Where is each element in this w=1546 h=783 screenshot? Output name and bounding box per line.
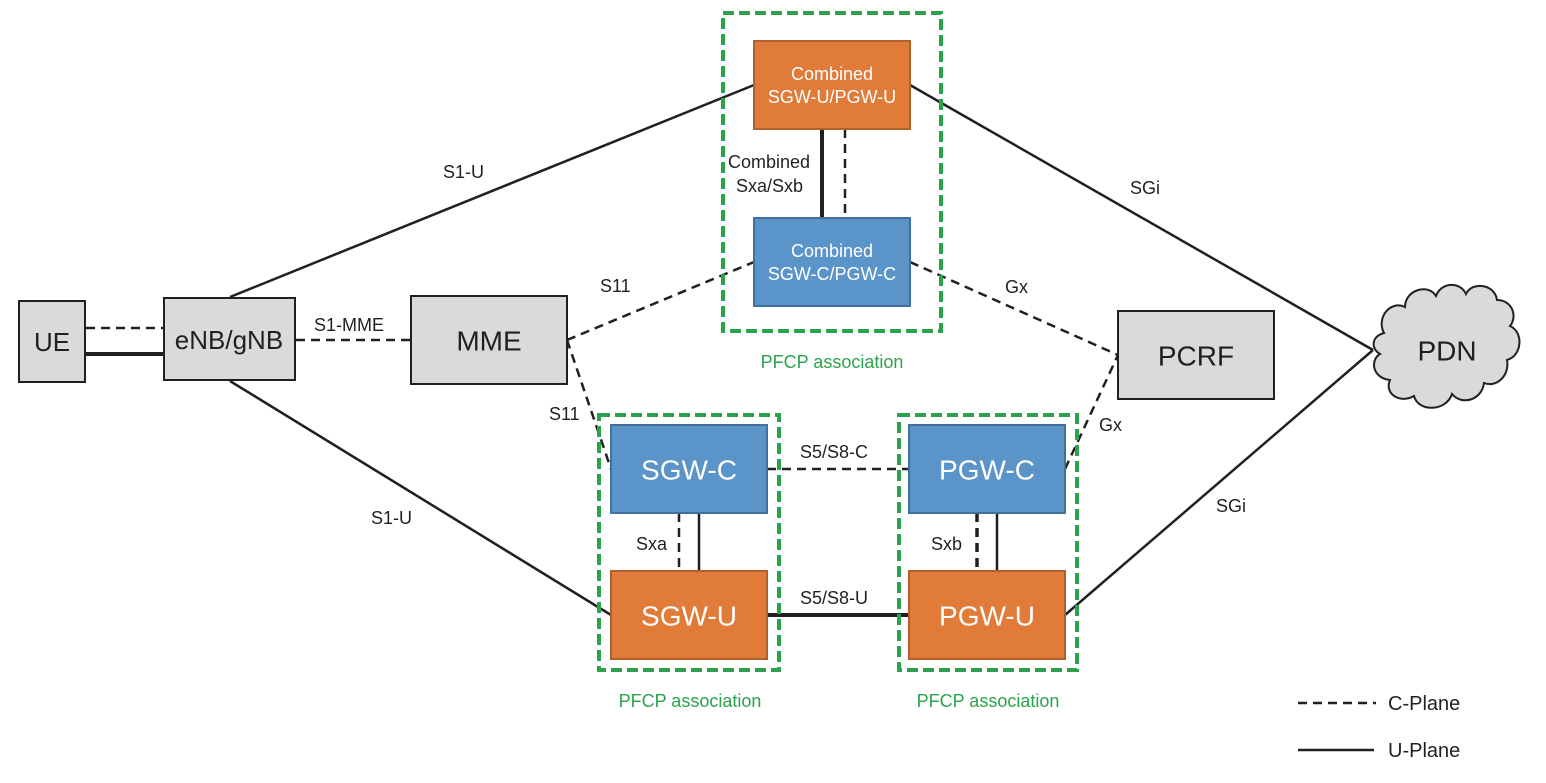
pdn-label: PDN — [1417, 336, 1476, 367]
s5s8-c-label: S5/S8-C — [800, 442, 868, 462]
sgw-u-label: SGW-U — [641, 601, 737, 632]
combined-u-label-line2: SGW-U/PGW-U — [768, 87, 896, 107]
pgw-u-node[interactable]: PGW-U — [908, 570, 1066, 660]
ue-node[interactable]: UE — [18, 300, 86, 383]
cloud-icon — [1372, 283, 1521, 409]
legend-c-plane-label: C-Plane — [1388, 693, 1460, 715]
s1-mme-label: S1-MME — [314, 315, 384, 335]
sgi-bottom-link — [1064, 349, 1374, 616]
pdn-cloud-node[interactable]: PDN — [1372, 283, 1521, 409]
sgi-top-link — [909, 83, 1374, 352]
gx-top-link — [909, 260, 1119, 357]
gx-bottom-label: Gx — [1099, 415, 1122, 435]
s1-u-bottom-label: S1-U — [371, 508, 412, 528]
legend: C-Plane U-Plane — [1298, 693, 1460, 762]
s5s8-u-label: S5/S8-U — [800, 588, 868, 608]
sgw-u-node[interactable]: SGW-U — [610, 570, 768, 660]
pfcp-label-sgw: PFCP association — [619, 691, 762, 711]
sgi-bottom-label: SGi — [1216, 496, 1246, 516]
sgi-top-label: SGi — [1130, 178, 1160, 198]
pgw-u-label: PGW-U — [939, 601, 1035, 632]
pfcp-label-combined: PFCP association — [761, 352, 904, 372]
pfcp-boundary-pgw — [897, 413, 1079, 672]
mme-label: MME — [456, 326, 521, 357]
pcrf-node[interactable]: PCRF — [1117, 310, 1275, 400]
combined-sgw-u-pgw-u-node[interactable]: Combined SGW-U/PGW-U — [753, 40, 911, 130]
pgw-c-label: PGW-C — [939, 455, 1035, 486]
ue-label: UE — [34, 327, 70, 357]
s11-bottom-link — [565, 339, 613, 470]
combined-u-label-line1: Combined — [791, 64, 873, 84]
s1-u-bottom-link — [229, 379, 612, 617]
gx-top-label: Gx — [1005, 277, 1028, 297]
legend-u-plane-label: U-Plane — [1388, 740, 1460, 762]
combined-sx-label-line1: Combined — [728, 152, 810, 172]
s11-top-link — [566, 260, 755, 342]
enb-gnb-node[interactable]: eNB/gNB — [163, 297, 296, 381]
sxb-label: Sxb — [931, 534, 962, 554]
combined-sx-label-line2: Sxa/Sxb — [736, 176, 803, 196]
pfcp-label-pgw: PFCP association — [917, 691, 1060, 711]
connections — [86, 83, 1374, 617]
pgw-c-node[interactable]: PGW-C — [908, 424, 1066, 514]
pfcp-boundary-sgw — [597, 413, 781, 672]
pcrf-label: PCRF — [1158, 341, 1234, 372]
pfcp-boundary-combined — [721, 11, 943, 333]
s11-top-label: S11 — [600, 276, 631, 296]
combined-c-label-line2: SGW-C/PGW-C — [768, 264, 896, 284]
gx-bottom-link — [1063, 354, 1120, 470]
sgw-c-node[interactable]: SGW-C — [610, 424, 768, 514]
s1-u-top-link — [229, 83, 755, 299]
combined-c-label-line1: Combined — [791, 241, 873, 261]
mme-node[interactable]: MME — [410, 295, 568, 385]
s1-u-top-label: S1-U — [443, 162, 484, 182]
enb-gnb-label: eNB/gNB — [175, 325, 283, 355]
combined-sgw-c-pgw-c-node[interactable]: Combined SGW-C/PGW-C — [753, 217, 911, 307]
s11-bottom-label: S11 — [549, 404, 580, 424]
sgw-c-label: SGW-C — [641, 455, 737, 486]
sxa-label: Sxa — [636, 534, 668, 554]
